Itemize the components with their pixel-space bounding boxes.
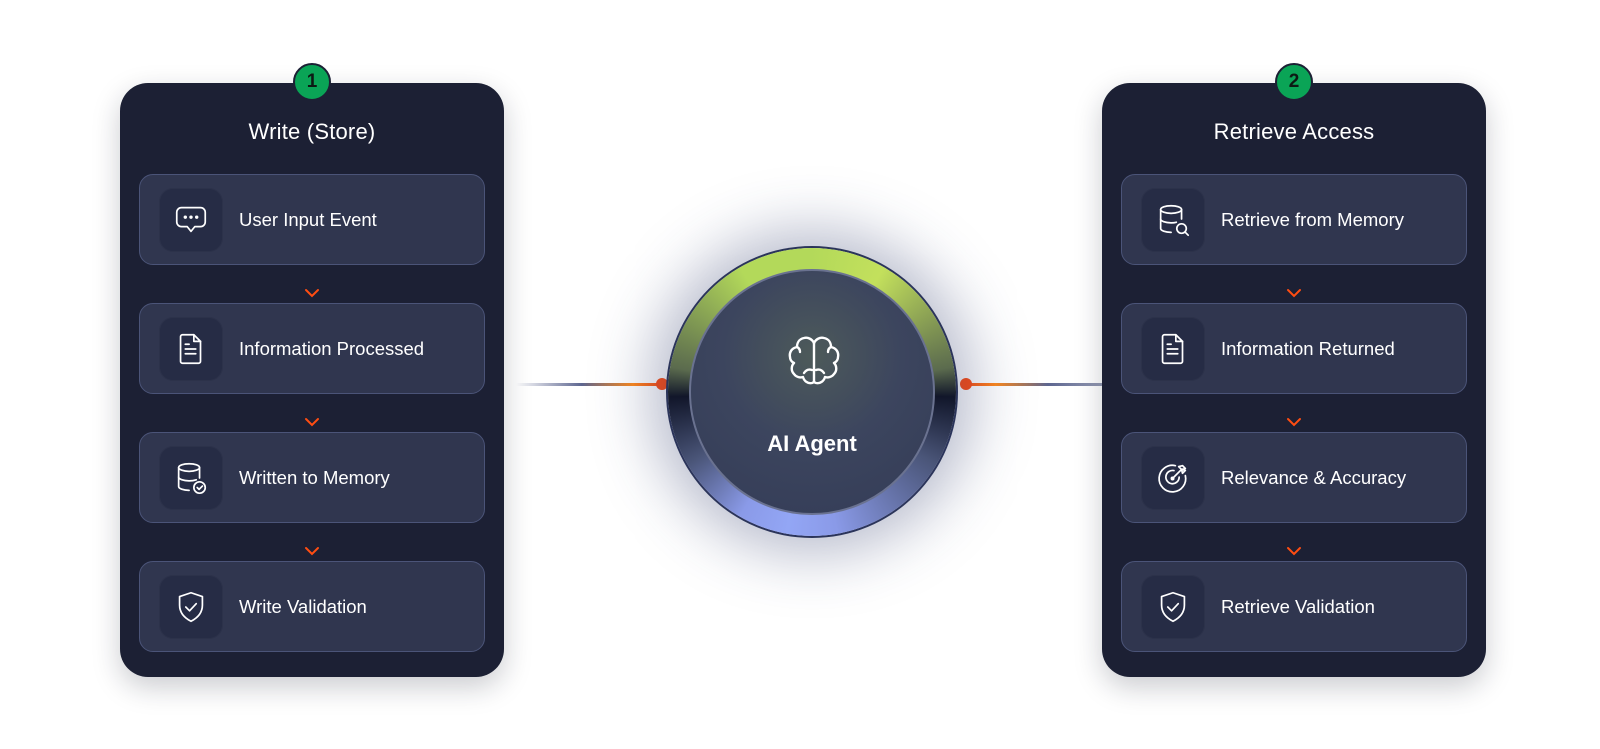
step-write-validation: Write Validation: [139, 561, 485, 652]
arrow-down-icon: [305, 526, 319, 556]
ai-agent-label: AI Agent: [767, 431, 857, 456]
step-label: Write Validation: [239, 595, 367, 617]
connector-dot-right: [960, 378, 972, 390]
write-panel: 1 Write (Store) User Input Event Informa…: [120, 63, 504, 677]
arrow-down-icon: [1287, 526, 1301, 556]
ai-agent-core: AI Agent: [689, 269, 935, 515]
chat-bubble-icon: [159, 187, 223, 252]
step-retrieve-validation: Retrieve Validation: [1121, 561, 1467, 652]
shield-check-icon: [159, 574, 223, 639]
document-icon: [1141, 316, 1205, 381]
document-icon: [159, 316, 223, 381]
step-information-processed: Information Processed: [139, 303, 485, 394]
step-badge-1: 1: [293, 63, 331, 101]
step-badge-2: 2: [1275, 63, 1313, 101]
database-search-icon: [1141, 187, 1205, 252]
arrow-down-icon: [305, 397, 319, 427]
step-label: User Input Event: [239, 208, 377, 230]
ai-agent-node: AI Agent: [668, 248, 956, 536]
write-panel-title: Write (Store): [248, 119, 376, 144]
step-retrieve-from-memory: Retrieve from Memory: [1121, 174, 1467, 265]
target-icon: [1141, 445, 1205, 510]
step-label: Written to Memory: [239, 466, 390, 488]
brain-icon: [788, 336, 840, 385]
step-label: Relevance & Accuracy: [1221, 466, 1407, 488]
step-label: Information Returned: [1221, 337, 1395, 359]
step-label: Retrieve from Memory: [1221, 208, 1404, 230]
step-written-to-memory: Written to Memory: [139, 432, 485, 523]
arrow-down-icon: [305, 268, 319, 298]
arrow-down-icon: [1287, 268, 1301, 298]
step-label: Information Processed: [239, 337, 425, 359]
retrieve-panel-title: Retrieve Access: [1213, 119, 1375, 144]
connector-dot-left: [656, 378, 668, 390]
step-label: Retrieve Validation: [1221, 595, 1375, 617]
step-relevance-accuracy: Relevance & Accuracy: [1121, 432, 1467, 523]
step-user-input-event: User Input Event: [139, 174, 485, 265]
database-check-icon: [159, 445, 223, 510]
shield-check-icon: [1141, 574, 1205, 639]
connector-line-left: [516, 383, 662, 386]
step-information-returned: Information Returned: [1121, 303, 1467, 394]
retrieve-panel: 2 Retrieve Access Retrieve from Memory I…: [1102, 63, 1486, 677]
arrow-down-icon: [1287, 397, 1301, 427]
connector-line-right: [965, 383, 1103, 386]
